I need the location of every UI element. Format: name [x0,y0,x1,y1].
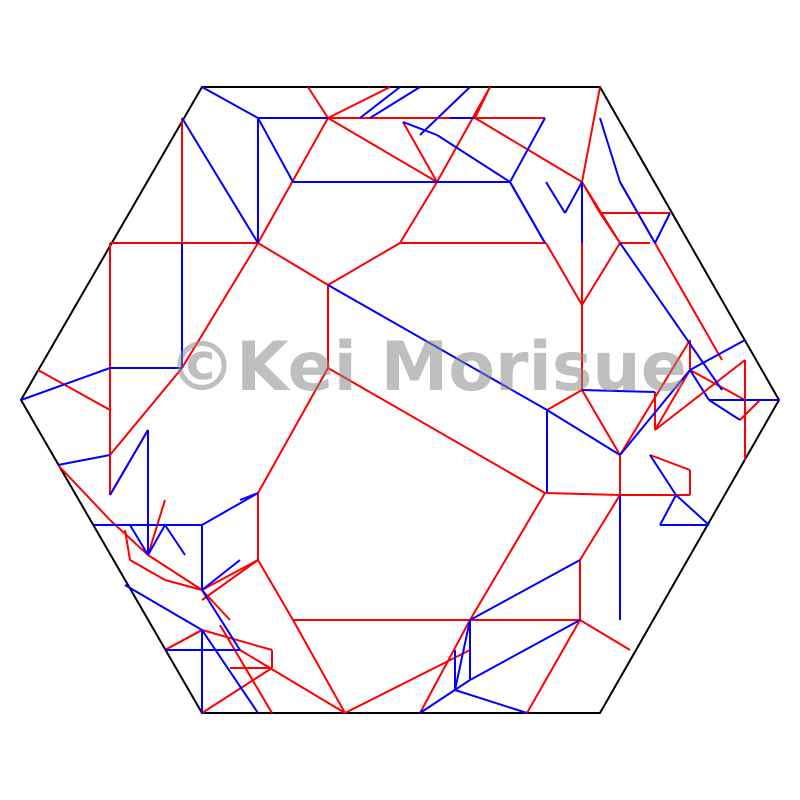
mountain-fold-line [239,649,346,714]
mountain-fold-line [164,629,203,651]
valley-fold-line [369,86,421,119]
mountain-fold-line [402,121,438,183]
valley-fold-line [201,589,241,651]
mountain-fold-line [37,369,111,411]
mountain-fold-line [257,242,329,286]
valley-fold-line [419,679,471,714]
valley-fold-line [181,117,259,244]
mountain-fold-line [109,367,183,456]
valley-fold-line [454,619,471,691]
valley-fold-line [581,389,656,393]
valley-fold-line [57,454,111,466]
mountain-fold-line [599,212,621,244]
mountain-fold-line [581,242,621,306]
valley-fold-line [509,117,546,183]
mountain-fold-line [526,619,581,714]
mountain-fold-line [545,242,583,306]
mountain-fold-line [654,359,746,431]
valley-fold-line [129,524,149,556]
valley-fold-line [708,399,741,421]
valley-fold-line [402,121,438,136]
valley-fold-line [619,181,656,244]
mountain-fold-line [201,629,273,651]
valley-fold-line [359,86,401,119]
mountain-fold-line [257,559,294,621]
mountain-fold-line [649,454,691,471]
valley-fold-line [619,242,723,391]
mountain-fold-line [257,367,329,494]
valley-fold-line [124,584,203,631]
mountain-fold-line [474,86,491,119]
valley-fold-line [619,369,691,456]
valley-fold-line [659,494,677,526]
mountain-fold-line [469,492,546,621]
copyright-watermark: ©Kei Morisue [168,328,687,407]
valley-fold-line [109,429,149,496]
mountain-fold-line [419,619,471,714]
valley-fold-line [689,369,710,401]
mountain-fold-line [654,369,691,431]
valley-fold-line [201,629,259,714]
valley-fold-line [649,454,677,496]
mountain-fold-line [546,389,583,411]
mountain-fold-line [327,367,546,494]
mountain-fold-line [327,117,438,183]
valley-fold-line [689,339,746,371]
mountain-fold-line [544,492,621,496]
valley-fold-line [675,494,710,526]
mountain-fold-line [201,667,273,714]
valley-fold-line [436,134,511,183]
mountain-fold-line [129,559,166,581]
mountain-fold-line [581,86,601,183]
valley-fold-line [257,117,294,183]
valley-fold-line [327,284,548,411]
valley-fold-line [201,86,259,119]
mountain-fold-line [739,399,761,421]
mountain-fold-line [164,579,203,591]
mountain-fold-line [124,529,131,561]
mountain-fold-line [147,554,203,591]
valley-fold-line [509,181,546,244]
mountain-fold-line [581,389,621,456]
valley-fold-line [20,367,111,401]
valley-fold-line [147,524,166,556]
mountain-fold-line [181,242,259,369]
mountain-fold-line [344,649,471,714]
mountain-fold-line [57,464,111,521]
mountain-fold-line [436,86,491,183]
valley-fold-line [454,689,528,714]
valley-fold-line [469,559,581,621]
mountain-fold-line [581,181,601,214]
mountain-fold-line [327,242,401,286]
valley-fold-line [599,117,621,183]
valley-folds [20,86,779,714]
mountain-fold-line [201,559,259,601]
mountain-fold-line [399,181,438,244]
mountain-fold-line [201,589,231,621]
valley-fold-line [654,212,671,244]
mountain-fold-line [219,624,273,714]
valley-fold-line [545,181,566,214]
valley-fold-line [419,86,471,136]
mountain-fold-line [201,559,259,591]
valley-fold-line [564,181,583,214]
valley-fold-line [469,619,581,681]
mountain-fold-line [147,499,166,556]
mountain-fold-line [327,86,391,119]
mountain-fold-line [579,619,631,651]
valley-fold-line [546,409,621,456]
mountain-fold-line [307,86,329,119]
valley-fold-line [239,492,259,501]
mountain-fold-line [579,494,621,561]
valley-fold-line [201,559,241,591]
valley-fold-line [164,524,186,556]
valley-fold-line [201,492,259,526]
mountain-fold-line [292,619,346,714]
